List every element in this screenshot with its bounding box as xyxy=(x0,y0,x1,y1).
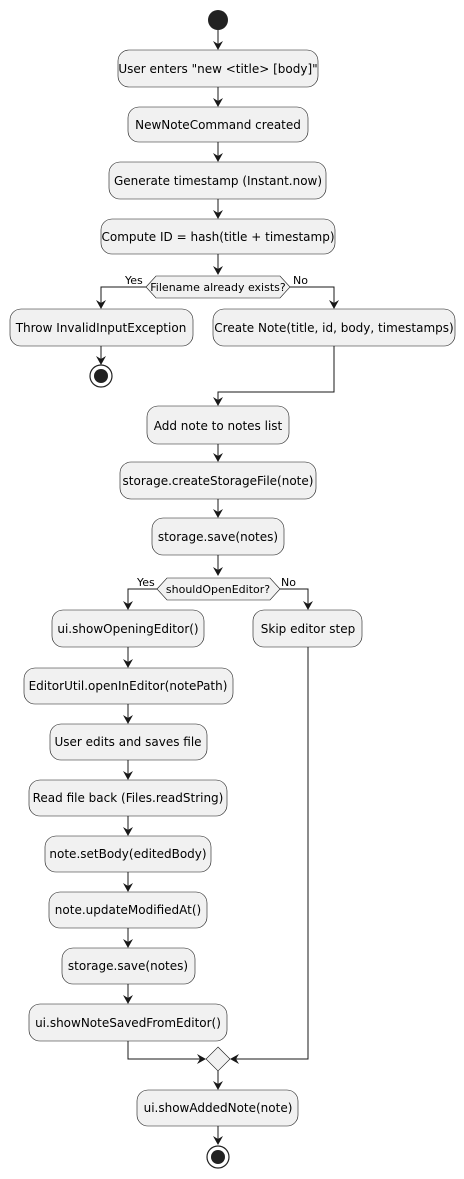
step-add-note: Add note to notes list xyxy=(146,405,290,445)
svg-text:storage.save(notes): storage.save(notes) xyxy=(68,959,188,973)
arrowhead xyxy=(213,153,223,162)
svg-text:shouldOpenEditor?: shouldOpenEditor? xyxy=(166,583,270,596)
arrowhead xyxy=(123,939,133,948)
arrowhead xyxy=(123,659,133,668)
arrowhead xyxy=(213,1081,223,1090)
arrowhead xyxy=(213,98,223,107)
arrowhead xyxy=(213,1136,223,1145)
step-read-file-back: Read file back (Files.readString) xyxy=(28,779,228,817)
arrowhead xyxy=(213,567,223,576)
arrowhead xyxy=(123,883,133,892)
arrowhead xyxy=(123,601,133,610)
edge-skip-to-merge xyxy=(236,647,309,1060)
branch-label-no-2: No xyxy=(281,576,296,589)
svg-text:note.updateModifiedAt(): note.updateModifiedAt() xyxy=(55,903,201,917)
step-generate-timestamp: Generate timestamp (Instant.now) xyxy=(108,161,327,200)
edge-editor-no xyxy=(280,588,309,604)
edge-decision-no xyxy=(290,286,335,303)
svg-text:Skip editor step: Skip editor step xyxy=(261,622,355,636)
arrowhead xyxy=(329,300,339,309)
svg-text:Compute ID = hash(title + time: Compute ID = hash(title + timestamp) xyxy=(101,230,334,244)
edges xyxy=(100,30,335,1139)
svg-text:ui.showAddedNote(note): ui.showAddedNote(note) xyxy=(144,1101,293,1115)
arrowhead xyxy=(213,266,223,275)
step-user-enters: User enters "new <title> [body]" xyxy=(117,49,319,88)
svg-text:Read file back (Files.readStri: Read file back (Files.readString) xyxy=(33,791,224,805)
step-set-body: note.setBody(editedBody) xyxy=(44,835,212,873)
start-node xyxy=(208,10,228,30)
svg-text:User enters "new <title> [body: User enters "new <title> [body]" xyxy=(118,62,317,76)
step-show-added-note: ui.showAddedNote(note) xyxy=(136,1089,299,1127)
arrowhead xyxy=(213,453,223,462)
decision-filename-exists: Filename already exists? xyxy=(145,275,291,299)
arrowhead xyxy=(230,1054,239,1064)
svg-text:Throw InvalidInputException: Throw InvalidInputException xyxy=(15,321,187,335)
edge-show-saved-to-merge xyxy=(127,1041,200,1060)
edge-decision-yes xyxy=(100,286,146,303)
svg-text:ui.showNoteSavedFromEditor(): ui.showNoteSavedFromEditor() xyxy=(35,1016,221,1030)
step-update-modified: note.updateModifiedAt() xyxy=(48,891,208,929)
arrowhead xyxy=(213,210,223,219)
branch-label-yes-2: Yes xyxy=(136,576,155,589)
step-show-note-saved: ui.showNoteSavedFromEditor() xyxy=(28,1003,228,1042)
step-show-opening-editor: ui.showOpeningEditor() xyxy=(51,609,205,648)
svg-text:storage.save(notes): storage.save(notes) xyxy=(158,530,278,544)
arrowhead xyxy=(96,356,106,365)
arrowhead xyxy=(213,397,223,406)
step-new-note-command: NewNoteCommand created xyxy=(127,106,309,143)
arrowhead xyxy=(96,300,106,309)
step-user-edits: User edits and saves file xyxy=(49,723,208,761)
branch-label-no-1: No xyxy=(293,274,308,287)
arrowhead xyxy=(123,995,133,1004)
edge-editor-yes xyxy=(127,588,157,604)
branch-label-yes-1: Yes xyxy=(124,274,143,287)
svg-text:note.setBody(editedBody): note.setBody(editedBody) xyxy=(49,847,206,861)
arrowhead xyxy=(123,827,133,836)
step-storage-save-1: storage.save(notes) xyxy=(151,517,285,556)
arrowhead xyxy=(123,771,133,780)
step-create-note: Create Note(title, id, body, timestamps) xyxy=(212,308,456,347)
arrowhead xyxy=(197,1054,206,1064)
arrowhead xyxy=(123,715,133,724)
svg-text:Filename already exists?: Filename already exists? xyxy=(150,281,286,294)
svg-text:Generate timestamp (Instant.no: Generate timestamp (Instant.now) xyxy=(114,174,322,188)
svg-text:Add note to notes list: Add note to notes list xyxy=(154,419,283,433)
step-compute-id: Compute ID = hash(title + timestamp) xyxy=(100,218,336,255)
step-open-in-editor: EditorUtil.openInEditor(notePath) xyxy=(23,667,234,705)
step-throw-invalid-input: Throw InvalidInputException xyxy=(9,308,194,347)
merge-diamond xyxy=(205,1046,231,1072)
arrowheads xyxy=(96,41,339,1145)
svg-text:EditorUtil.openInEditor(notePa: EditorUtil.openInEditor(notePath) xyxy=(29,679,228,693)
arrowhead xyxy=(303,601,313,610)
arrowhead xyxy=(213,41,223,50)
decision-should-open-editor: shouldOpenEditor? xyxy=(156,577,281,601)
edge-create-note-to-add xyxy=(217,346,335,400)
step-skip-editor: Skip editor step xyxy=(252,609,363,648)
end-node xyxy=(206,1145,230,1169)
svg-text:Create Note(title, id, body, t: Create Note(title, id, body, timestamps) xyxy=(214,321,453,335)
svg-text:storage.createStorageFile(note: storage.createStorageFile(note) xyxy=(123,474,314,488)
svg-text:User edits and saves file: User edits and saves file xyxy=(54,735,201,749)
step-create-storage-file: storage.createStorageFile(note) xyxy=(119,461,317,500)
svg-text:ui.showOpeningEditor(): ui.showOpeningEditor() xyxy=(57,622,198,636)
stop-node-error xyxy=(89,364,113,388)
svg-text:NewNoteCommand created: NewNoteCommand created xyxy=(135,118,301,132)
step-storage-save-2: storage.save(notes) xyxy=(61,947,196,985)
arrowhead xyxy=(213,509,223,518)
